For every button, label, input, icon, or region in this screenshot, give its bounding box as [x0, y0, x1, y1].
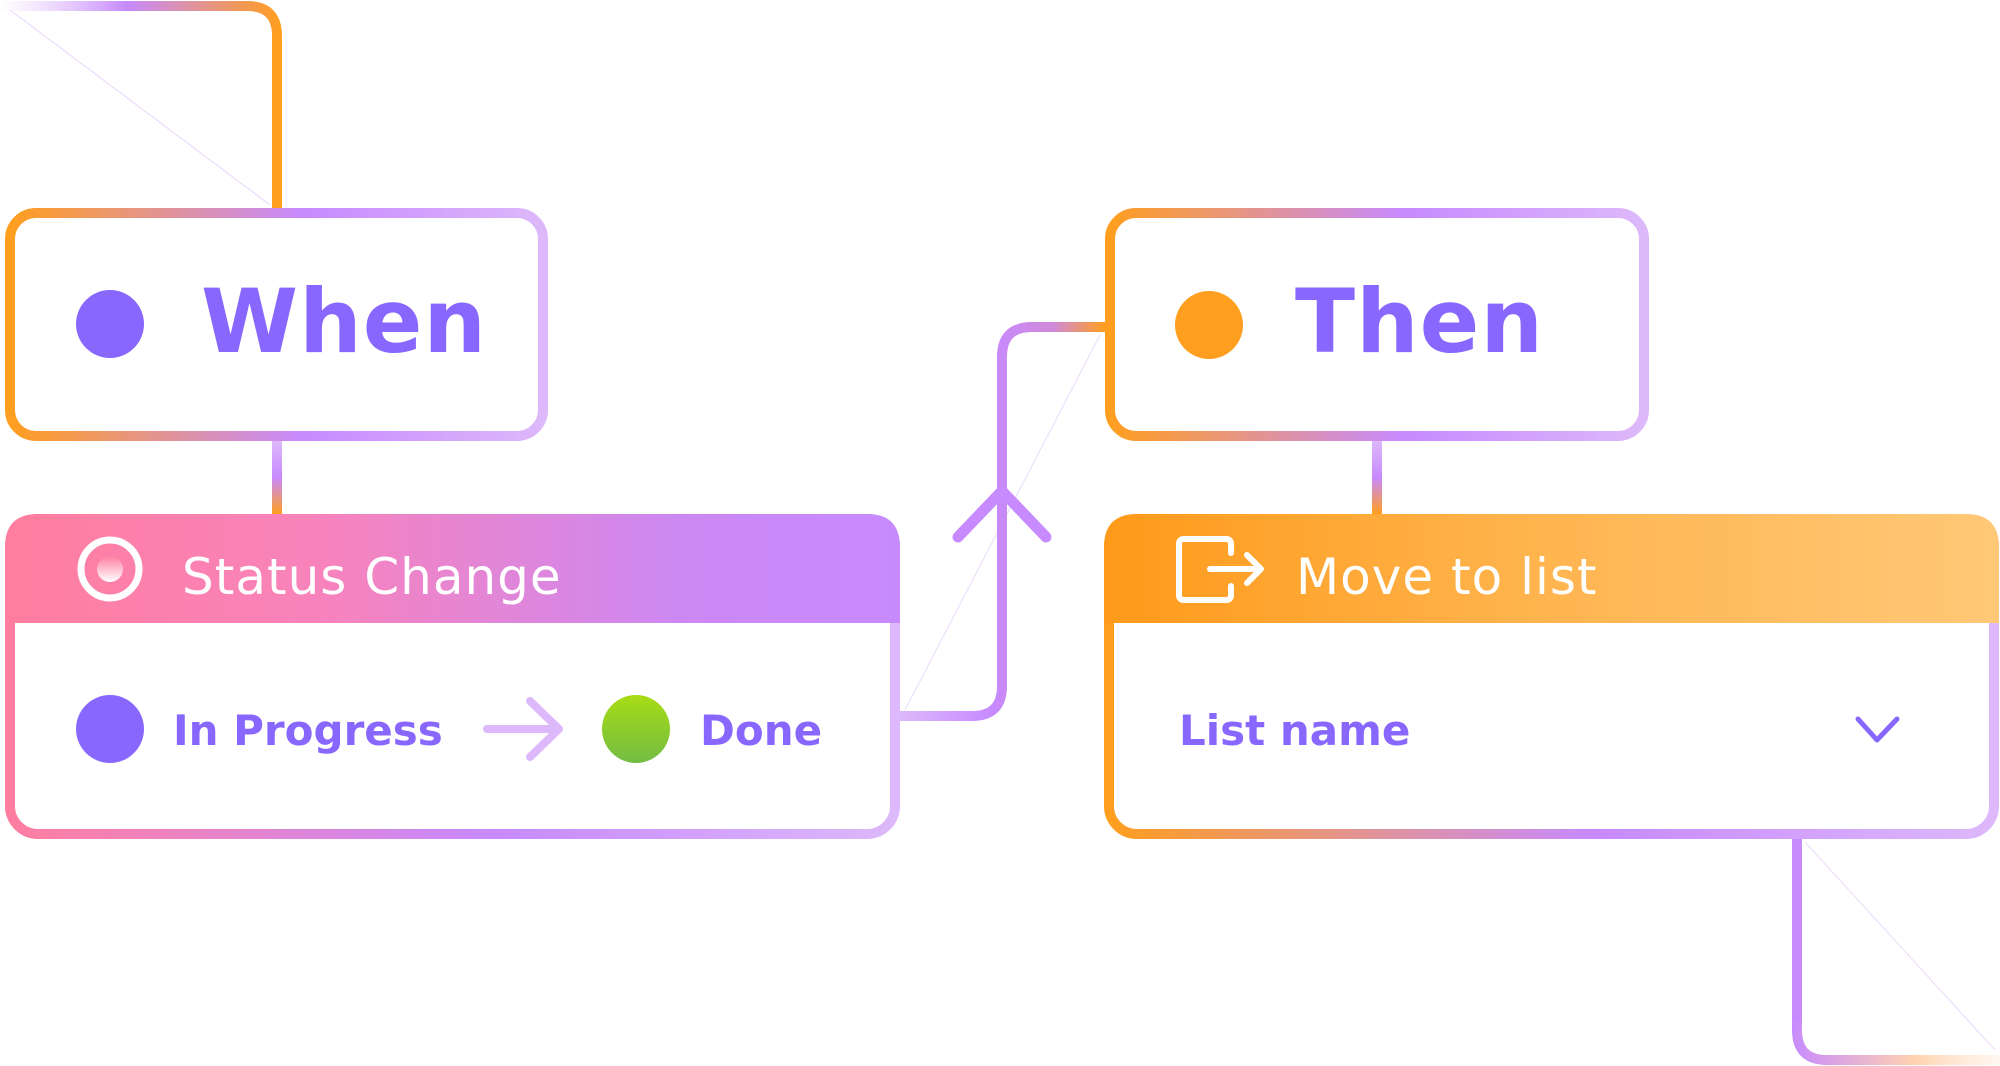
move-to-list-card[interactable]: Move to list List name [1104, 514, 1999, 839]
arrow-right-icon [483, 697, 563, 761]
target-circle-icon [77, 536, 143, 602]
status-change-label: Status Change [182, 548, 562, 606]
to-status-label[interactable]: Done [700, 706, 823, 755]
then-box-border [1105, 208, 1649, 441]
status-change-header: Status Change [5, 514, 900, 623]
middle-connector [900, 322, 1105, 721]
list-name-select[interactable]: List name [1164, 684, 1944, 774]
move-out-icon [1176, 536, 1264, 603]
move-to-list-label: Move to list [1296, 548, 1598, 606]
from-status-label[interactable]: In Progress [173, 706, 443, 755]
status-dot-done [602, 695, 670, 763]
status-change-card[interactable]: Status Change In Progress Done [5, 514, 900, 839]
list-name-value: List name [1179, 706, 1411, 755]
then-dot [1175, 291, 1243, 359]
chevron-down-icon [1855, 716, 1900, 743]
when-dot [76, 290, 144, 358]
move-card-header-bg [1104, 514, 1999, 623]
status-card-header-bg [5, 514, 900, 623]
then-title: Then [1295, 270, 1545, 373]
when-title: When [201, 270, 488, 373]
guide-line [1804, 841, 1996, 1051]
arrow-up-icon [952, 485, 1052, 543]
outgoing-connector [1792, 839, 2000, 1065]
incoming-connector [0, 1, 282, 213]
guide-line [9, 9, 271, 206]
move-to-list-header: Move to list [1104, 514, 1999, 623]
when-box-border [5, 208, 548, 441]
when-node[interactable]: When [5, 208, 548, 441]
then-node[interactable]: Then [1105, 208, 1649, 441]
status-dot-in-progress [76, 695, 144, 763]
